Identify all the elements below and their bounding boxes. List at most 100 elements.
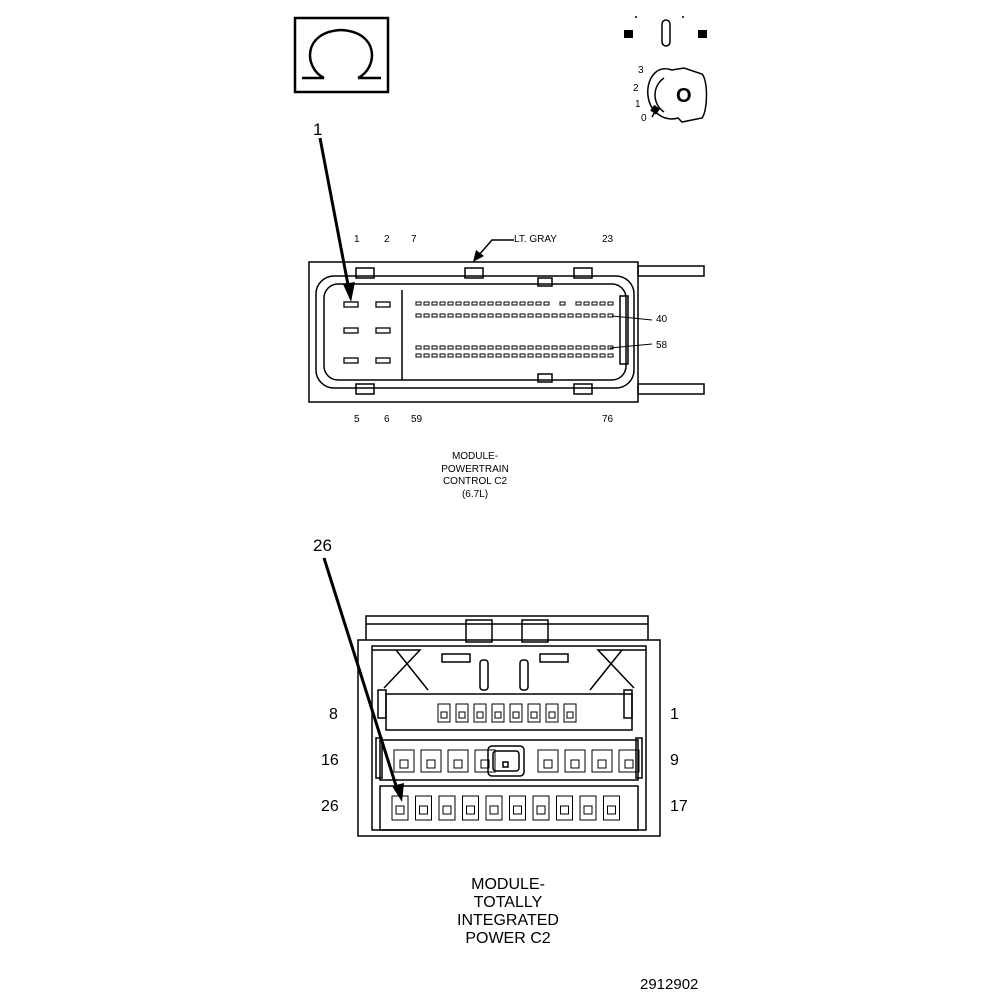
tipm-cavity [474,749,496,773]
pcm-cavity [535,313,542,318]
pcm-cavity [439,301,446,306]
tipm-cavity-terminal [480,759,490,769]
pcm-cavity [559,313,566,318]
pcm-cavity [479,313,486,318]
pcm-cavity [607,313,614,318]
tipm-cavity-terminal [536,805,546,815]
tipm-cavity [491,703,505,723]
pcm-cavity [487,345,494,350]
tipm-cavity-terminal [395,805,405,815]
pcm-callout-arrow [318,137,355,302]
pcm-cavity [471,301,478,306]
pcm-cavity [511,301,518,306]
tipm-connector-body [357,615,661,837]
ignition-position-3: 3 [638,65,644,76]
pcm-cavity [519,301,526,306]
pcm-pin-right-58: 58 [656,340,668,351]
tipm-cavity [537,749,559,773]
pcm-cavity [511,313,518,318]
tipm-cavity [393,749,415,773]
tipm-cavity-terminal [543,759,553,769]
pcm-cavity [567,353,574,358]
tipm-cavity-terminal [583,805,593,815]
pcm-cavity [607,301,614,306]
pcm-cavity [543,353,550,358]
pcm-pin-bottom-6: 6 [384,414,390,425]
pcm-color-note: LT. GRAY [514,234,557,245]
pcm-pin-bottom-76: 76 [602,414,614,425]
pcm-cavity [479,345,486,350]
tipm-cavity [455,703,469,723]
tipm-cavity [563,703,577,723]
pcm-cavity [503,301,510,306]
pcm-cavity [567,313,574,318]
pcm-title-line: CONTROL C2 [442,476,508,487]
tipm-cavity-terminal [476,711,484,719]
tipm-cavity-terminal [607,805,616,815]
pcm-cavity [431,353,438,358]
pcm-cavity [463,353,470,358]
pcm-cavity [463,345,470,350]
pcm-cavity [439,313,446,318]
pcm-cavity [503,353,510,358]
tipm-connector-title: MODULE- TOTALLY INTEGRATED POWER C2 [428,876,588,948]
tipm-cavity [564,749,586,773]
pcm-cavity [527,345,534,350]
tipm-cavity [447,749,469,773]
tipm-cavity-terminal [530,711,538,719]
tipm-pin-left-26: 26 [321,798,339,815]
pcm-cavity [495,301,502,306]
pcm-cavity [471,353,478,358]
pcm-pin-top-7: 7 [411,234,417,245]
tipm-cavity [420,749,442,773]
pcm-cavity [415,353,422,358]
tipm-pin-left-16: 16 [321,752,339,769]
tipm-cavity-terminal [512,711,520,719]
tipm-cavity-terminal [453,759,463,769]
pcm-cavity [575,313,582,318]
pcm-cavity [455,353,462,358]
pcm-cavity [607,353,614,358]
tipm-cavity-terminal [426,759,436,769]
pcm-pin-top-2: 2 [384,234,390,245]
tipm-callout-arrow [322,557,404,802]
pcm-cavity [535,353,542,358]
tipm-cavity [556,795,573,821]
pcm-cavity [479,353,486,358]
pcm-cavity [431,301,438,306]
tipm-cavity [473,703,487,723]
tipm-title-line: TOTALLY [473,894,543,911]
pcm-cavity [599,301,606,306]
pcm-cavity [575,345,582,350]
pcm-cavity [511,345,518,350]
pcm-cavity [455,345,462,350]
pcm-cavity [551,353,558,358]
pcm-cavity [559,353,566,358]
tipm-cavity [545,703,559,723]
pcm-cavity [487,313,494,318]
tipm-cavity-terminal [494,711,502,719]
ohm-icon [293,16,390,94]
pcm-cavity [495,353,502,358]
pcm-cavity [599,353,606,358]
pcm-cavity [439,353,446,358]
pcm-pin-right-40: 40 [656,314,668,325]
tipm-cavity [532,795,550,821]
tipm-cavity-terminal [548,711,556,719]
tipm-cavity-terminal [440,711,448,719]
pcm-cavity [423,345,430,350]
pcm-cavity [487,301,494,306]
pcm-cavity [527,313,534,318]
tipm-cavity [462,795,479,821]
tipm-cavity [618,749,640,773]
pcm-cavity [527,353,534,358]
pcm-cavity [415,313,422,318]
pcm-cavity [463,313,470,318]
pcm-cavity [495,345,502,350]
pcm-pin-top-1: 1 [354,234,360,245]
pcm-connector-body [308,261,705,403]
pcm-cavity [583,313,590,318]
pcm-title-line: POWERTRAIN [441,463,509,475]
pcm-cavity [463,301,470,306]
